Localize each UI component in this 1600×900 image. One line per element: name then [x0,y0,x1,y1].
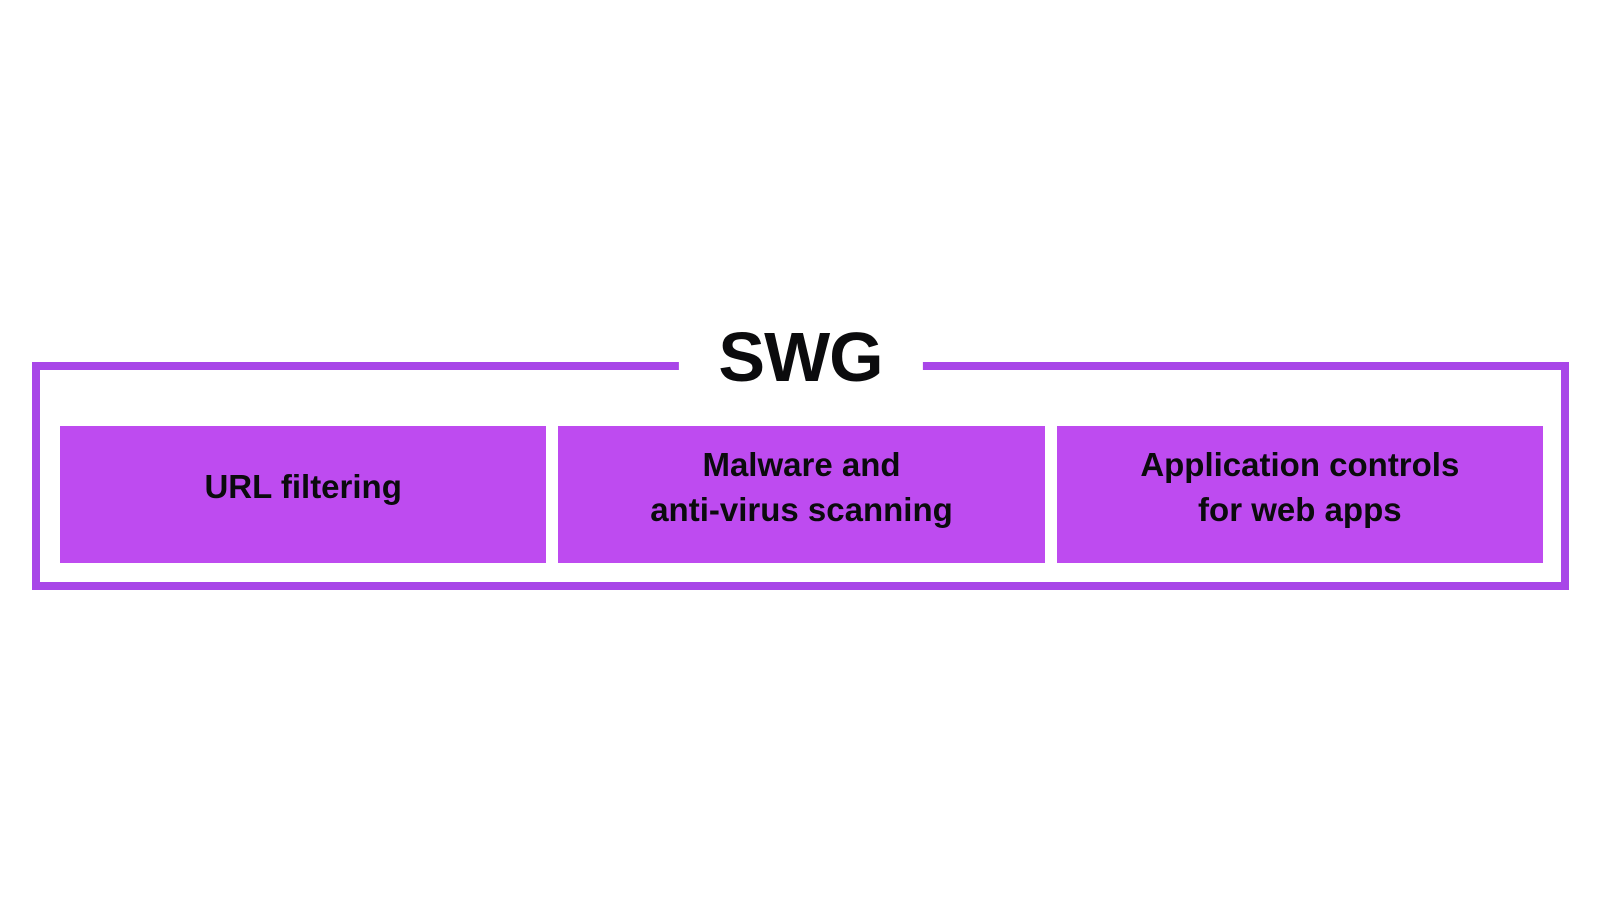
swg-title: SWG [678,322,923,392]
feature-box-app-controls: Application controls for web apps [1056,426,1543,563]
swg-container: SWG URL filtering Malware and anti-virus… [32,322,1569,590]
feature-box-label: anti-virus scanning [650,490,953,528]
feature-box-label: for web apps [1198,490,1402,528]
feature-box-malware-scanning: Malware and anti-virus scanning [558,426,1045,563]
feature-box-label: Malware and [702,445,901,483]
feature-box-url-filtering: URL filtering [60,426,547,563]
feature-box-label: Application controls [1140,445,1460,483]
feature-box-label: URL filtering [204,468,402,505]
